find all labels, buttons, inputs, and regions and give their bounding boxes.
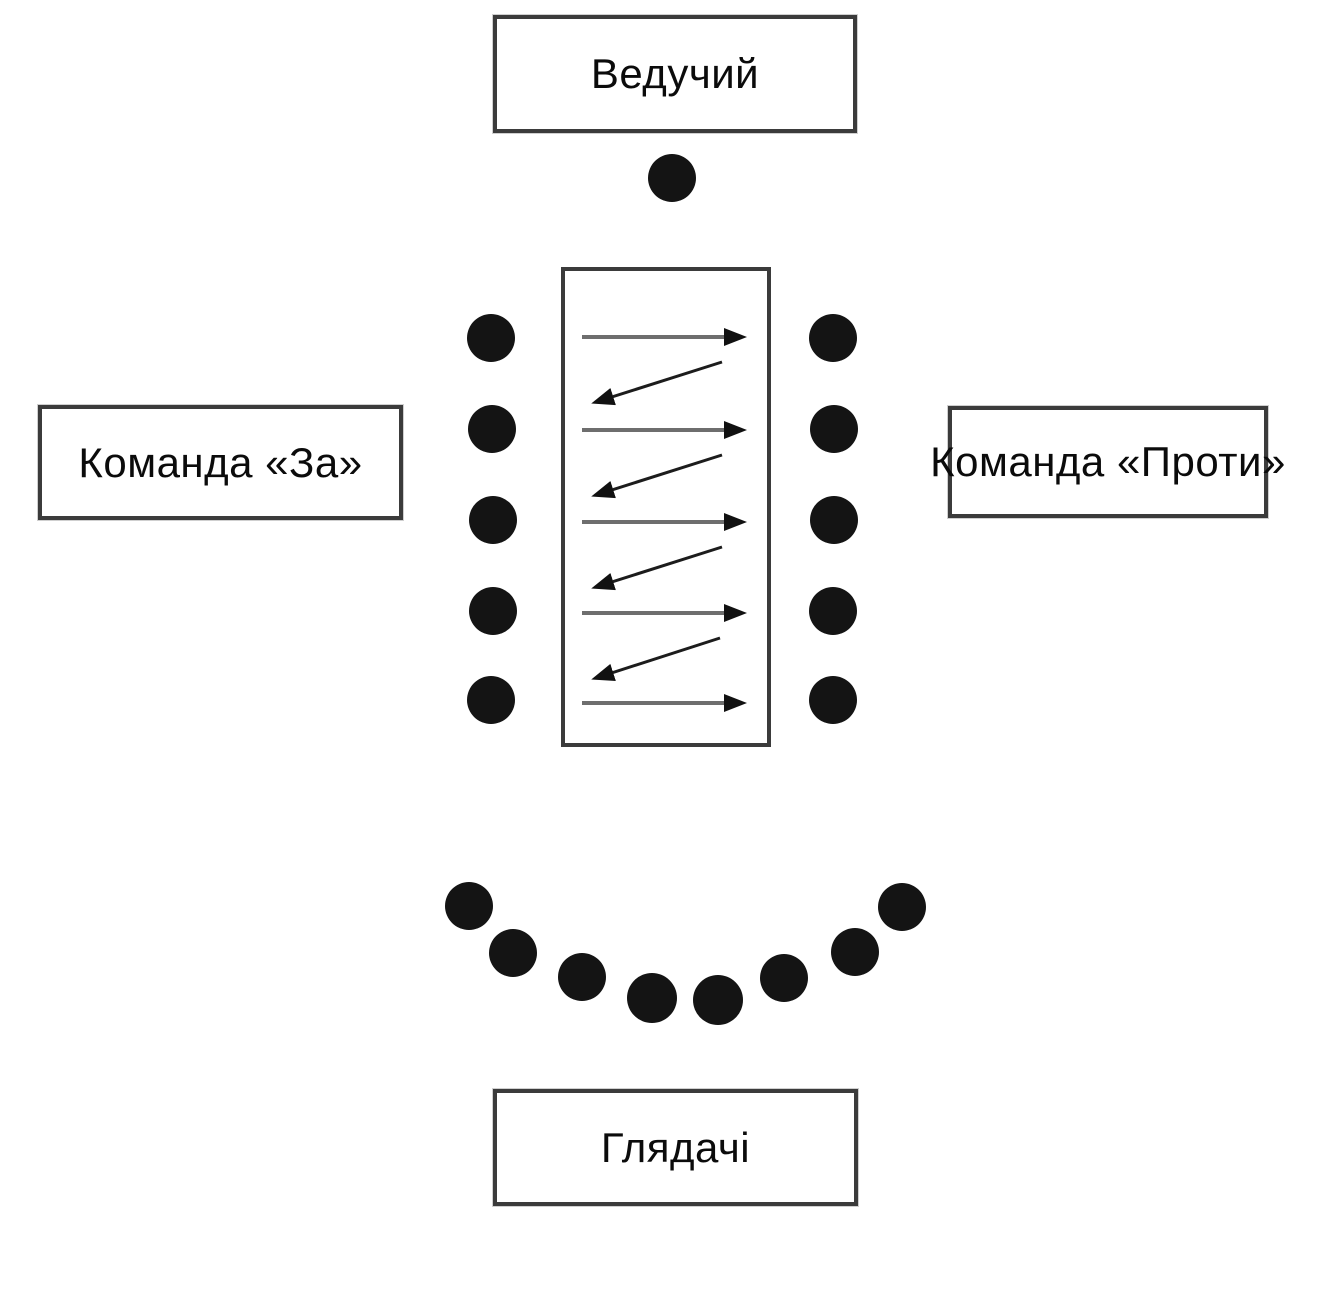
team-for-member-dot [467, 314, 515, 362]
audience-member-dot [878, 883, 926, 931]
host-dot [648, 154, 696, 202]
team-for-member-dot [467, 676, 515, 724]
team-for-member-dot [469, 496, 517, 544]
team-against-member-dot [810, 405, 858, 453]
host-box: Ведучий [493, 15, 857, 133]
audience-member-dot [693, 975, 743, 1025]
team-against-member-dot [809, 676, 857, 724]
audience-member-dot [627, 973, 677, 1023]
audience-member-dot [558, 953, 606, 1001]
team-against-label: Команда «Проти» [930, 438, 1286, 485]
audience-label: Глядачі [600, 1123, 751, 1171]
team-against-member-dot [809, 587, 857, 635]
team-against-member-dot [810, 496, 858, 544]
team-against-member-dot [809, 314, 857, 362]
team-against-box: Команда «Проти» [930, 406, 1285, 518]
audience-member-dot [489, 929, 537, 977]
team-for-box: Команда «За» [38, 405, 403, 520]
audience-box: Глядачі [493, 1089, 858, 1206]
flow-arrow-left [591, 453, 723, 499]
team-for-label: Команда «За» [78, 438, 363, 486]
team-for-member-dot [468, 405, 516, 453]
audience-member-dot [760, 954, 808, 1002]
debate-zone-rect [561, 267, 771, 747]
flow-arrow-left [591, 636, 721, 682]
audience-member-dot [445, 882, 493, 930]
audience-member-dot [831, 928, 879, 976]
flow-arrow-left [591, 360, 723, 406]
team-for-member-dot [469, 587, 517, 635]
flow-arrow-left [591, 545, 723, 591]
host-label: Ведучий [590, 50, 760, 97]
